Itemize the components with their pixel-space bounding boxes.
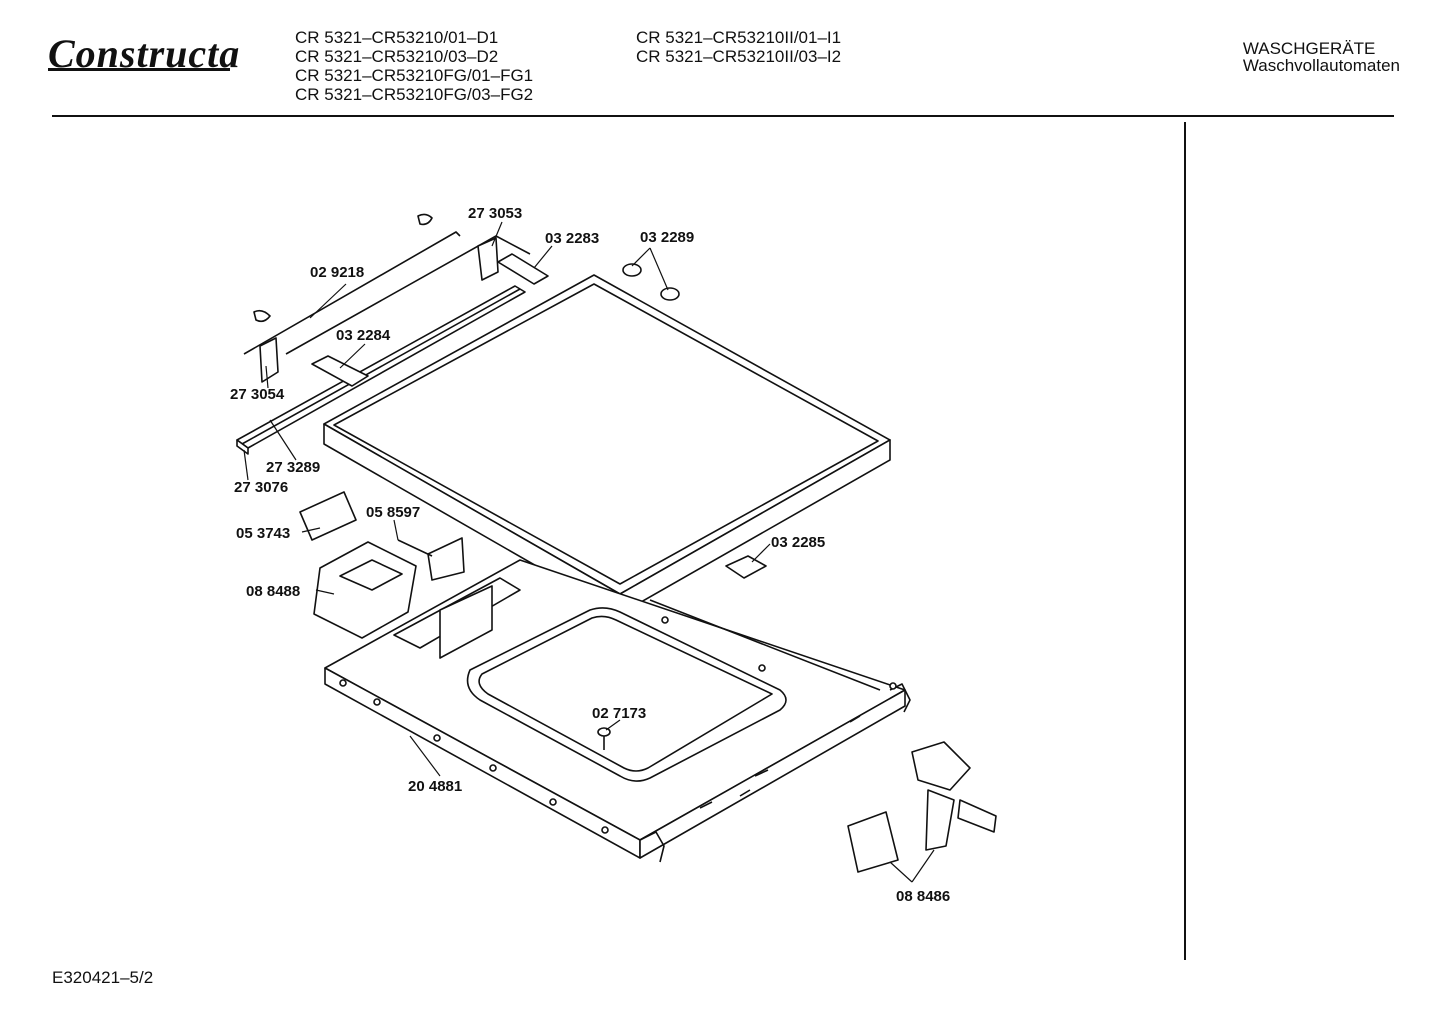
model-list-left: CR 5321–CR53210/01–D1 CR 5321–CR53210/03…: [295, 28, 533, 104]
dispenser-cover: [299, 491, 465, 581]
drawing-code: E320421–5/2: [52, 968, 154, 987]
part-label: 20 4881: [408, 778, 462, 795]
frame-holes: [339, 616, 897, 834]
part-label: 27 3054: [230, 386, 285, 403]
category-subtitle: Waschvollautomaten: [1242, 56, 1400, 75]
model-line: CR 5321–CR53210/01–D1: [295, 28, 499, 47]
category-block: WASCHGERÄTE Waschvollautomaten: [1243, 40, 1400, 74]
part-label: 03 2283: [545, 230, 599, 247]
part-label: 08 8488: [246, 583, 300, 600]
hinge-plates: [311, 253, 549, 387]
part-label: 08 8486: [896, 888, 950, 905]
model-line: CR 5321–CR53210II/01–I1: [636, 28, 842, 47]
dispenser-pin: [397, 539, 433, 557]
bracket: [725, 555, 767, 579]
part-label: 03 2285: [771, 534, 825, 551]
dispenser-box: [313, 541, 417, 639]
part-label: 05 8597: [366, 504, 420, 521]
part-label: 27 3053: [468, 205, 522, 222]
hinge-rail: [236, 285, 526, 455]
door-lock: [847, 741, 997, 873]
leader-lines: [243, 221, 935, 883]
part-label: 03 2284: [336, 327, 391, 344]
category-title: WASCHGERÄTE: [1242, 39, 1376, 58]
part-label: 02 9218: [310, 264, 364, 281]
part-label: 05 3743: [236, 525, 290, 542]
part-label: 27 3289: [266, 459, 320, 476]
frame-slots: [699, 715, 861, 809]
model-list-right: CR 5321–CR53210II/01–I1 CR 5321–CR53210I…: [636, 28, 841, 66]
top-frame: [324, 559, 911, 863]
part-label: 27 3076: [234, 479, 288, 496]
model-line: CR 5321–CR53210FG/03–FG2: [295, 85, 534, 104]
rubber-feet: [622, 263, 680, 301]
part-label: 03 2289: [640, 229, 694, 246]
model-line: CR 5321–CR53210FG/01–FG1: [295, 66, 534, 85]
side-rule: [1184, 122, 1186, 960]
hinge-blocks: [259, 237, 499, 383]
logo-underline: [48, 68, 230, 71]
part-label: 02 7173: [592, 705, 646, 722]
model-line: CR 5321–CR53210/03–D2: [295, 47, 499, 66]
header-rule: [52, 115, 1394, 117]
model-line: CR 5321–CR53210II/03–I2: [636, 47, 842, 66]
